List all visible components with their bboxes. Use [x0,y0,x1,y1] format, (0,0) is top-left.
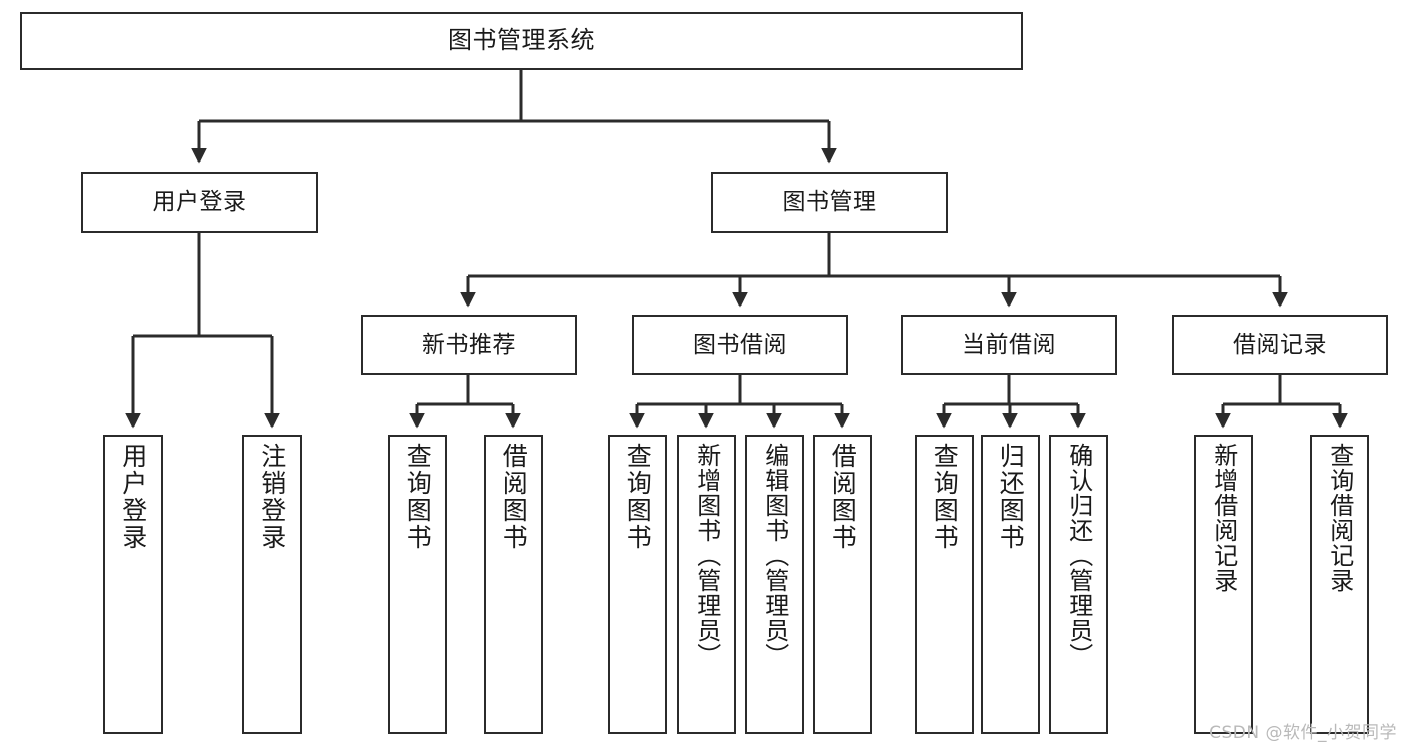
node-leaf-query-book-current[interactable]: 查询图书 [915,435,974,734]
node-label: 当前借阅 [962,331,1056,358]
node-label: 借阅图书 [499,443,529,551]
node-leaf-borrow-book[interactable]: 借阅图书 [813,435,872,734]
node-leaf-borrow-book-new[interactable]: 借阅图书 [484,435,543,734]
node-current-borrow[interactable]: 当前借阅 [901,315,1117,375]
node-new-book-recommend[interactable]: 新书推荐 [361,315,577,375]
node-leaf-query-book-new[interactable]: 查询图书 [388,435,447,734]
node-label: 用户登录 [118,443,148,551]
node-leaf-edit-book-admin[interactable]: 编辑图书（管理员） [745,435,804,734]
node-leaf-user-logout[interactable]: 注销登录 [242,435,302,734]
node-label: 查询图书 [403,443,433,551]
csdn-watermark: CSDN @软件_小贺同学 [1209,723,1397,743]
node-book-management[interactable]: 图书管理 [711,172,948,233]
node-label: 查询图书 [623,443,653,551]
node-leaf-query-book-borrow[interactable]: 查询图书 [608,435,667,734]
node-label: 新增借阅记录 [1209,443,1238,593]
node-label: 查询借阅记录 [1325,443,1354,593]
node-label: 注销登录 [257,443,287,551]
node-label: 新增图书（管理员） [692,443,721,668]
node-label: 查询图书 [930,443,960,551]
node-label: 图书管理系统 [448,26,595,55]
node-leaf-return-book[interactable]: 归还图书 [981,435,1040,734]
node-book-borrow[interactable]: 图书借阅 [632,315,848,375]
node-label: 新书推荐 [422,331,516,358]
node-leaf-add-book-admin[interactable]: 新增图书（管理员） [677,435,736,734]
node-leaf-user-login[interactable]: 用户登录 [103,435,163,734]
node-label: 用户登录 [152,189,247,216]
node-leaf-confirm-return-admin[interactable]: 确认归还（管理员） [1049,435,1108,734]
node-label: 图书借阅 [693,331,787,358]
node-label: 归还图书 [996,443,1026,551]
node-user-login[interactable]: 用户登录 [81,172,318,233]
node-label: 编辑图书（管理员） [760,443,789,668]
node-label: 借阅记录 [1233,331,1327,358]
node-label: 确认归还（管理员） [1064,443,1093,668]
node-leaf-add-borrow-record[interactable]: 新增借阅记录 [1194,435,1253,734]
node-root-system[interactable]: 图书管理系统 [20,12,1023,70]
node-label: 借阅图书 [828,443,858,551]
node-leaf-query-borrow-record[interactable]: 查询借阅记录 [1310,435,1369,734]
node-label: 图书管理 [782,189,877,216]
node-borrow-record[interactable]: 借阅记录 [1172,315,1388,375]
